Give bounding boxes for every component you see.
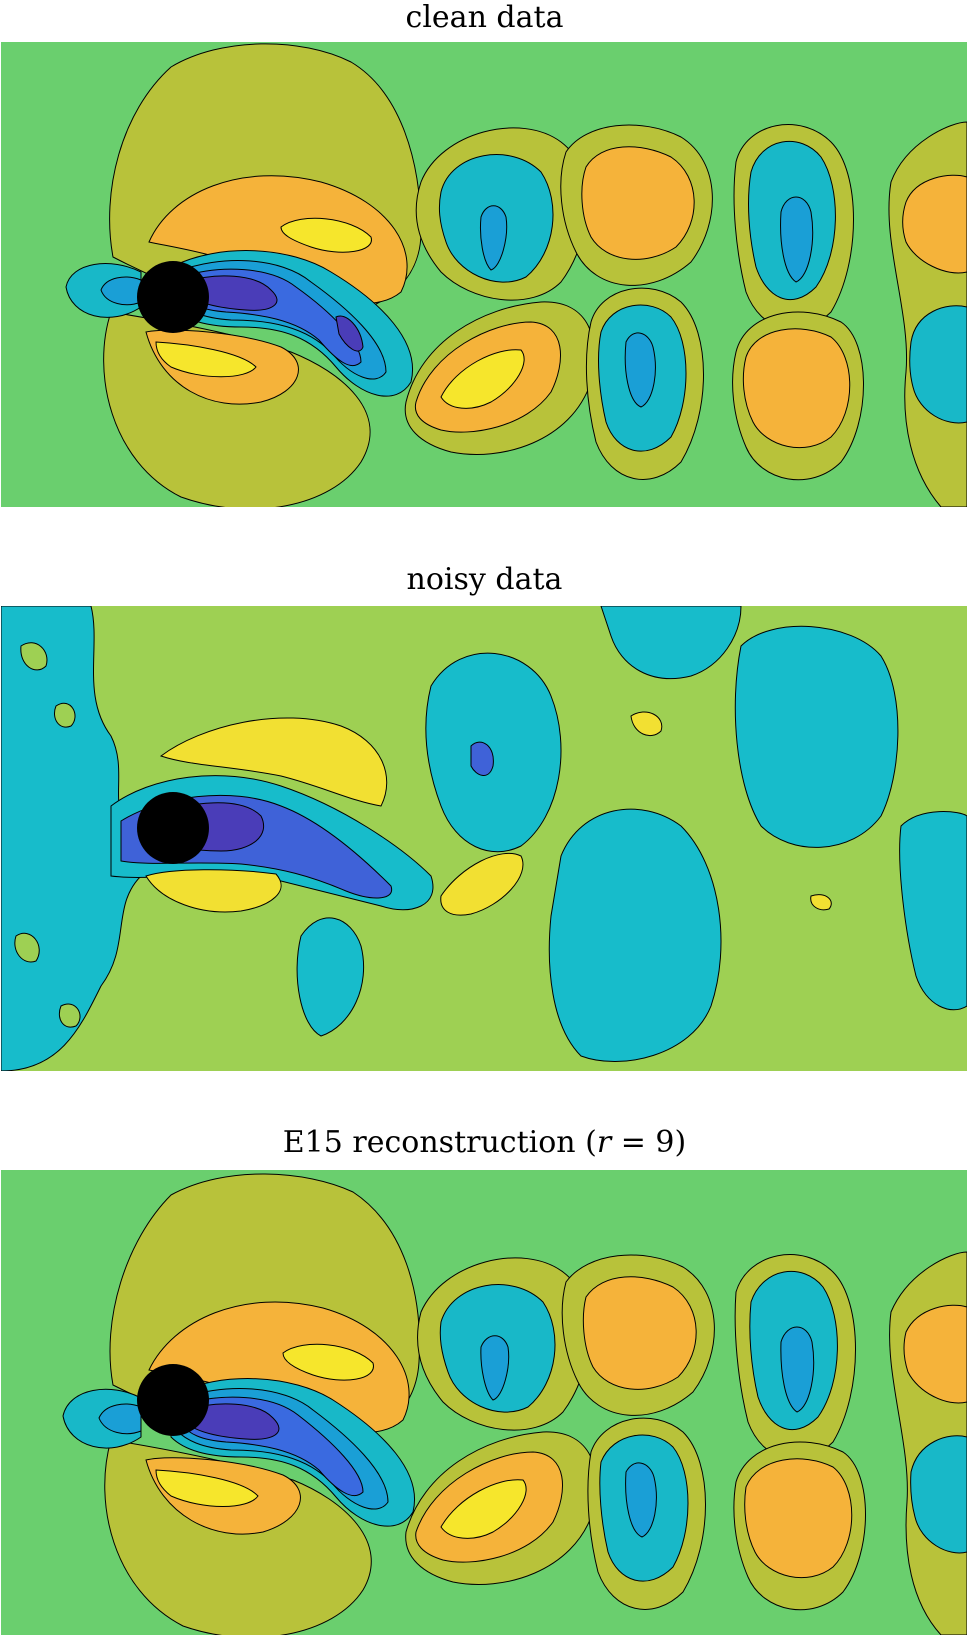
contour-orange	[581, 146, 695, 260]
noisy-teal-region	[600, 606, 742, 680]
contour-cyan	[480, 205, 508, 271]
noisy-teal-region	[734, 625, 899, 848]
contour-orange	[742, 328, 851, 449]
contour-cyan	[780, 1326, 815, 1413]
cylinder	[137, 261, 209, 333]
panel-title-reconstruction: E15 reconstruction (r = 9)	[0, 1125, 969, 1161]
panel-title-suffix: = 9)	[611, 1125, 687, 1160]
cylinder	[137, 792, 209, 864]
panel-title-text: clean data	[405, 0, 564, 35]
contour-cyan	[98, 1403, 142, 1435]
contour-cyan	[624, 332, 656, 408]
contour-indigo	[185, 1403, 280, 1440]
contour-yellow	[440, 1479, 527, 1539]
contour-yellow	[280, 217, 372, 253]
contour-indigo	[335, 315, 364, 352]
panel-title-math: r	[596, 1125, 612, 1160]
contour-plot-clean	[1, 42, 967, 507]
contour-orange	[744, 1458, 853, 1579]
panel-title-text: noisy data	[406, 562, 563, 597]
contour-orange	[582, 1276, 697, 1390]
contour-orange	[903, 1304, 967, 1404]
panel-title-clean: clean data	[0, 0, 969, 36]
contour-cyan	[480, 1335, 510, 1401]
contour-yellow	[155, 341, 257, 378]
contour-orange	[902, 174, 967, 274]
noisy-blue-region	[470, 741, 494, 776]
contour-cyan	[780, 196, 814, 283]
contour-cyan	[625, 1462, 657, 1538]
noisy-yellow-region	[440, 852, 524, 916]
cylinder	[137, 1364, 209, 1436]
panel-title-prefix: E15 reconstruction (	[282, 1125, 597, 1160]
contour-yellow	[155, 1469, 259, 1507]
noisy-teal-region	[899, 811, 967, 1011]
noisy-yellow-region	[145, 869, 282, 913]
panel-title-noisy: noisy data	[0, 562, 969, 598]
contour-svg-clean	[1, 42, 967, 507]
contour-plot-noisy	[1, 606, 967, 1071]
contour-yellow	[440, 349, 525, 409]
noisy-yellow-region	[630, 711, 832, 911]
noisy-yellow-region	[159, 717, 388, 807]
contour-yellow	[282, 1343, 374, 1381]
contour-teal	[909, 305, 967, 424]
contour-svg-reconstruction	[1, 1170, 967, 1635]
noisy-green-patch	[14, 642, 81, 1028]
contour-plot-reconstruction	[1, 1170, 967, 1635]
contour-teal	[910, 1435, 967, 1554]
noisy-teal-region	[548, 808, 722, 1063]
noisy-teal-region	[296, 917, 365, 1037]
noisy-teal-region	[425, 652, 562, 853]
contour-svg-noisy	[1, 606, 967, 1071]
